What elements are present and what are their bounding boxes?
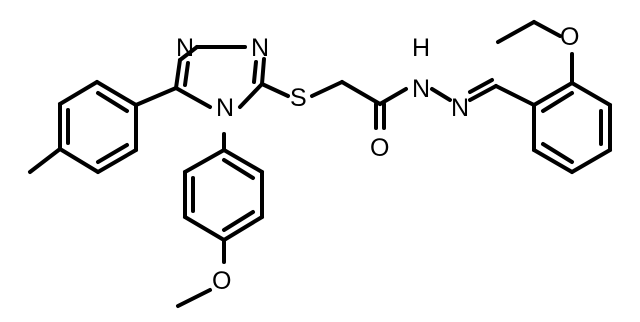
atom-labels: N N N S O H N N O O [176, 23, 579, 295]
thioacetohydrazide-chain [260, 78, 498, 130]
ethoxyphenyl-group [494, 20, 612, 174]
methoxyphenyl-group [176, 132, 264, 308]
atom-n-hydrazide: N [412, 75, 430, 103]
atom-h: H [412, 34, 430, 62]
atom-o-methoxy: O [212, 267, 231, 295]
atom-n-imine: N [451, 94, 469, 122]
atom-s: S [290, 84, 307, 112]
atom-o-carbonyl: O [370, 134, 389, 162]
tolyl-group [28, 80, 178, 174]
atom-n1: N [176, 34, 194, 62]
atom-n2: N [251, 34, 269, 62]
triazole-ring [174, 45, 266, 109]
atom-o-ethoxy: O [560, 23, 579, 51]
atom-n4: N [216, 94, 234, 122]
